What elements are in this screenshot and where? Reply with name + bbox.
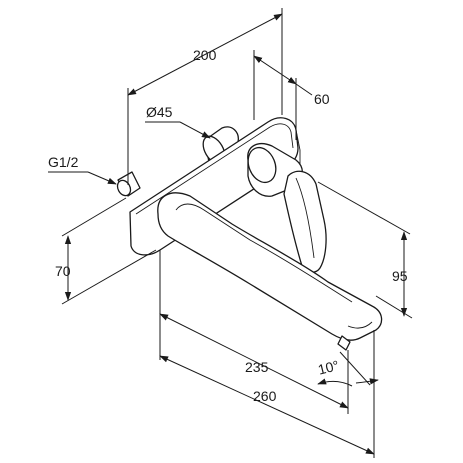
dim-g12-label: G1/2 — [48, 154, 79, 170]
spout — [157, 192, 383, 341]
dim-10deg: 10° — [316, 351, 379, 387]
dim-235-label: 235 — [245, 359, 269, 375]
dim-95: 95 — [317, 181, 413, 319]
dim-70-label: 70 — [55, 263, 71, 279]
lever-handle — [283, 170, 327, 273]
leader-g12: G1/2 — [48, 154, 117, 185]
dim-d45-label: Ø45 — [146, 104, 173, 120]
dim-10deg-label: 10° — [316, 357, 340, 378]
faucet-body — [116, 117, 383, 351]
dim-60: 60 — [253, 50, 330, 140]
dim-60-label: 60 — [314, 91, 330, 107]
dim-260: 260 — [159, 330, 375, 458]
dim-200-label: 200 — [193, 47, 217, 63]
dim-260-label: 260 — [253, 388, 277, 404]
dim-95-label: 95 — [392, 268, 408, 284]
dim-70: 70 — [55, 197, 157, 305]
leader-d45: Ø45 — [145, 104, 211, 139]
